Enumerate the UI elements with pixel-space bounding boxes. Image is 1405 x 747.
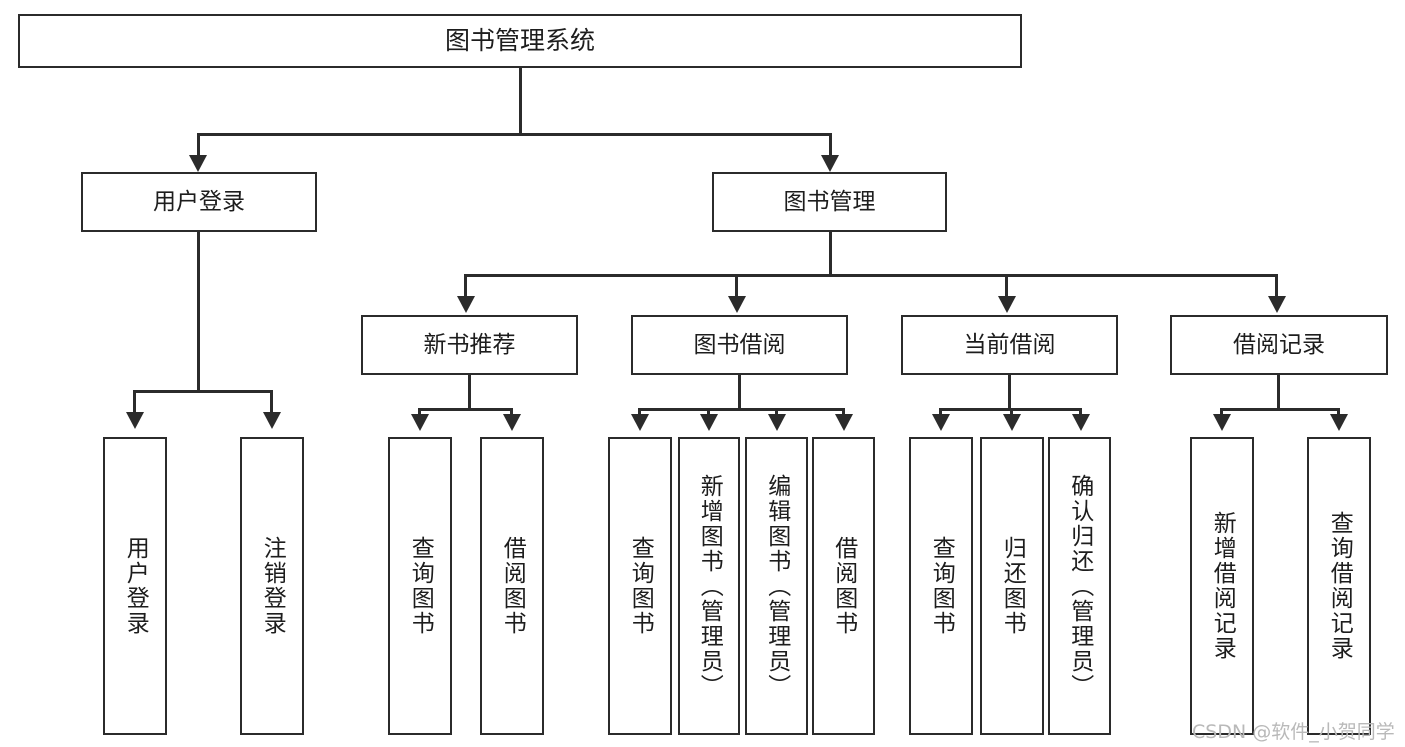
connector-bm-to-current-borrow bbox=[1005, 274, 1008, 299]
arrow-bm-to-borrow-record bbox=[1268, 296, 1286, 313]
connector-bm-to-new-book bbox=[464, 274, 467, 299]
csdn-watermark: CSDN @软件_小贺同学 bbox=[1192, 717, 1395, 744]
connector-root-to-user-login bbox=[197, 133, 200, 158]
leaf-logout-login[interactable]: 注销登录 bbox=[240, 437, 304, 735]
arrow-user-login-to-leaf-2 bbox=[263, 412, 281, 429]
connector-user-login-bus bbox=[133, 390, 272, 393]
connector-user-login-to-leaf-1 bbox=[133, 390, 136, 415]
leaf-label: 查询图书 bbox=[627, 536, 654, 636]
watermark-text: CSDN @软件_小贺同学 bbox=[1192, 721, 1395, 743]
leaf-confirm-return-admin[interactable]: 确认归还（管理员） bbox=[1048, 437, 1111, 735]
arrow-bm-to-book-borrow bbox=[728, 296, 746, 313]
leaf-query-books-borrow[interactable]: 查询图书 bbox=[608, 437, 672, 735]
node-current-borrow[interactable]: 当前借阅 bbox=[901, 315, 1118, 375]
leaf-label: 查询图书 bbox=[407, 536, 434, 636]
leaf-add-borrow-record[interactable]: 新增借阅记录 bbox=[1190, 437, 1254, 735]
connector-root-to-book-management bbox=[829, 133, 832, 158]
connector-book-borrow-bus bbox=[638, 408, 844, 411]
node-book-borrow[interactable]: 图书借阅 bbox=[631, 315, 848, 375]
node-book-management[interactable]: 图书管理 bbox=[712, 172, 947, 232]
leaf-label: 查询图书 bbox=[928, 536, 955, 636]
connector-book-borrow-stem bbox=[738, 375, 741, 410]
leaf-label: 注销登录 bbox=[259, 536, 286, 636]
leaf-query-books-current[interactable]: 查询图书 bbox=[909, 437, 973, 735]
arrow-root-to-book-management bbox=[821, 155, 839, 172]
connector-new-book-bus bbox=[418, 408, 512, 411]
arrow-root-to-user-login bbox=[189, 155, 207, 172]
connector-book-management-stem bbox=[829, 232, 832, 276]
connector-new-book-stem bbox=[468, 375, 471, 410]
connector-bm-to-borrow-record bbox=[1275, 274, 1278, 299]
node-label: 图书管理系统 bbox=[444, 25, 595, 55]
connector-borrow-record-bus bbox=[1220, 408, 1339, 411]
connector-bm-to-book-borrow bbox=[735, 274, 738, 299]
arrow-br-to-leaf-1 bbox=[1213, 414, 1231, 431]
node-root-book-management-system[interactable]: 图书管理系统 bbox=[18, 14, 1022, 68]
arrow-bm-to-current-borrow bbox=[998, 296, 1016, 313]
connector-borrow-record-stem bbox=[1277, 375, 1280, 410]
arrow-nb-to-leaf-2 bbox=[503, 414, 521, 431]
node-label: 图书管理 bbox=[783, 188, 876, 215]
node-user-login[interactable]: 用户登录 bbox=[81, 172, 317, 232]
arrow-cb-to-leaf-1 bbox=[932, 414, 950, 431]
arrow-bb-to-leaf-1 bbox=[631, 414, 649, 431]
connector-user-login-stem bbox=[197, 232, 200, 392]
node-label: 图书借阅 bbox=[693, 331, 786, 358]
node-new-book-recommendation[interactable]: 新书推荐 bbox=[361, 315, 578, 375]
connector-current-borrow-stem bbox=[1008, 375, 1011, 410]
leaf-user-login[interactable]: 用户登录 bbox=[103, 437, 167, 735]
arrow-cb-to-leaf-2 bbox=[1003, 414, 1021, 431]
leaf-query-books-newbook[interactable]: 查询图书 bbox=[388, 437, 452, 735]
leaf-label: 借阅图书 bbox=[499, 536, 526, 636]
leaf-label: 借阅图书 bbox=[830, 536, 857, 636]
node-label: 借阅记录 bbox=[1233, 331, 1325, 358]
node-label: 当前借阅 bbox=[963, 331, 1056, 358]
arrow-bb-to-leaf-2 bbox=[700, 414, 718, 431]
arrow-bb-to-leaf-3 bbox=[768, 414, 786, 431]
leaf-edit-book-admin[interactable]: 编辑图书（管理员） bbox=[745, 437, 808, 735]
leaf-label: 查询借阅记录 bbox=[1326, 511, 1353, 661]
arrow-br-to-leaf-2 bbox=[1330, 414, 1348, 431]
leaf-label: 归还图书 bbox=[999, 536, 1026, 636]
leaf-borrow-books-newbook[interactable]: 借阅图书 bbox=[480, 437, 544, 735]
leaf-borrow-books[interactable]: 借阅图书 bbox=[812, 437, 875, 735]
leaf-return-books[interactable]: 归还图书 bbox=[980, 437, 1044, 735]
arrow-nb-to-leaf-1 bbox=[411, 414, 429, 431]
node-label: 用户登录 bbox=[153, 188, 245, 215]
arrow-bb-to-leaf-4 bbox=[835, 414, 853, 431]
leaf-label: 新增借阅记录 bbox=[1209, 511, 1236, 661]
leaf-label: 用户登录 bbox=[122, 536, 149, 636]
connector-user-login-to-leaf-2 bbox=[270, 390, 273, 415]
leaf-query-borrow-record[interactable]: 查询借阅记录 bbox=[1307, 437, 1371, 735]
leaf-label: 确认归还（管理员） bbox=[1066, 473, 1093, 699]
arrow-bm-to-new-book bbox=[457, 296, 475, 313]
connector-book-management-bus bbox=[464, 274, 1277, 277]
leaf-label: 新增图书（管理员） bbox=[696, 473, 723, 699]
connector-root-bus bbox=[197, 133, 831, 136]
leaf-add-book-admin[interactable]: 新增图书（管理员） bbox=[678, 437, 740, 735]
connector-root-stem bbox=[519, 68, 522, 134]
node-borrow-record[interactable]: 借阅记录 bbox=[1170, 315, 1388, 375]
arrow-user-login-to-leaf-1 bbox=[126, 412, 144, 429]
arrow-cb-to-leaf-3 bbox=[1072, 414, 1090, 431]
node-label: 新书推荐 bbox=[423, 331, 516, 358]
leaf-label: 编辑图书（管理员） bbox=[763, 473, 790, 699]
